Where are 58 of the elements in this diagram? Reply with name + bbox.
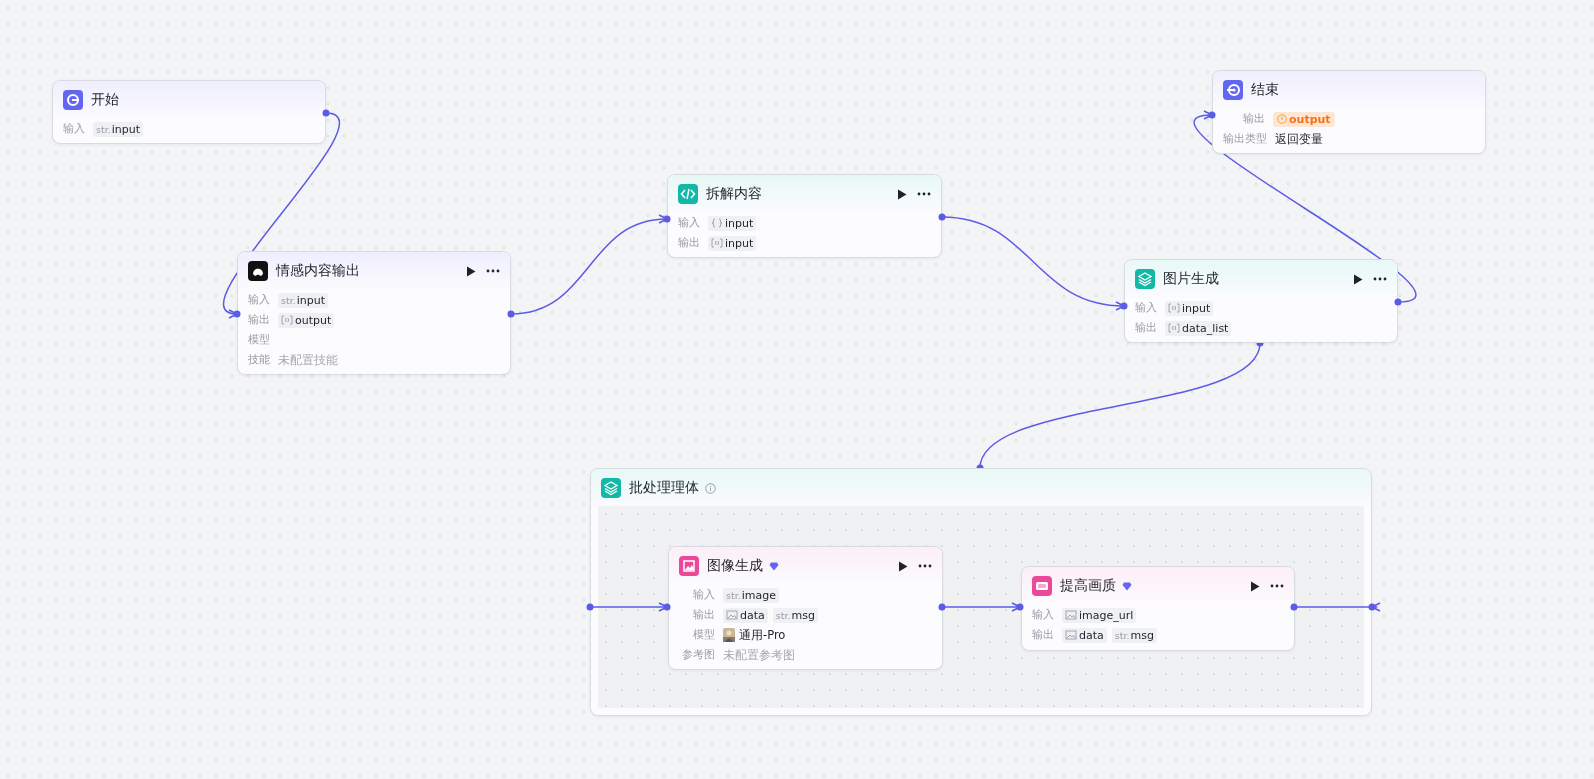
node-title: 开始 (91, 91, 119, 109)
variable-name: data (1079, 628, 1104, 642)
node-title: 情感内容输出 (276, 262, 360, 280)
field-label: 输出 (692, 608, 715, 622)
model-name: 通用-Pro (739, 627, 786, 643)
variable-name: input (725, 236, 754, 250)
node-card (237, 251, 511, 375)
field-label: 输入 (1032, 608, 1054, 622)
node-title: 结束 (1251, 81, 1279, 99)
type-prefix: str. (281, 294, 296, 306)
field-label: 输出类型 (1223, 132, 1267, 146)
field-label: 参考图 (681, 648, 715, 662)
node-card (1212, 70, 1486, 154)
batch-container (590, 468, 1372, 716)
variable-name: image (741, 588, 776, 602)
node-title: 提高画质 (1060, 577, 1116, 595)
variable-name: input (1182, 301, 1211, 315)
field-label: 技能 (248, 353, 270, 367)
node-card (1124, 259, 1398, 343)
type-prefix: str. (1114, 629, 1130, 641)
placeholder-text: 未配置技能 (278, 352, 338, 368)
variable-name: output (1289, 112, 1331, 126)
node-title: 图像生成 (707, 557, 763, 575)
variable-name: msg (1130, 628, 1154, 642)
field-label: 输入 (1135, 301, 1157, 315)
field-label: 输入 (678, 216, 700, 230)
variable-name: data (740, 608, 765, 622)
variable-name: input (725, 216, 754, 230)
variable-name: output (295, 313, 332, 327)
field-label: 模型 (692, 628, 715, 642)
field-label: 输入 (248, 293, 270, 307)
variable-name: input (111, 122, 141, 136)
type-prefix: str. (726, 589, 741, 601)
node-card (1021, 566, 1295, 651)
node-title: 拆解内容 (706, 185, 762, 203)
container-title: 批处理理体 (629, 479, 699, 497)
field-label: 输入 (63, 122, 85, 136)
field-label: 输出 (1135, 321, 1157, 335)
node-title: 图片生成 (1163, 270, 1219, 288)
field-label: 输出 (1242, 112, 1265, 126)
type-prefix: str. (96, 123, 111, 135)
node-card (668, 546, 943, 670)
node-card (52, 80, 326, 144)
connector-arrow (1194, 112, 1416, 303)
field-label: 输入 (692, 588, 715, 602)
placeholder-text: 未配置参考图 (723, 647, 795, 663)
variable-name: data_list (1182, 321, 1229, 335)
variable-name: input (296, 293, 326, 307)
variable-name: image_url (1079, 608, 1134, 622)
connector-arrow (223, 112, 340, 316)
variable-name: msg (791, 608, 815, 622)
type-prefix: str. (775, 609, 791, 621)
node-card (667, 174, 942, 258)
field-label: 输出 (1032, 628, 1054, 642)
field-value: 返回变量 (1275, 131, 1323, 147)
field-label: 模型 (248, 333, 270, 347)
field-label: 输出 (678, 236, 700, 250)
field-label: 输出 (248, 313, 270, 327)
